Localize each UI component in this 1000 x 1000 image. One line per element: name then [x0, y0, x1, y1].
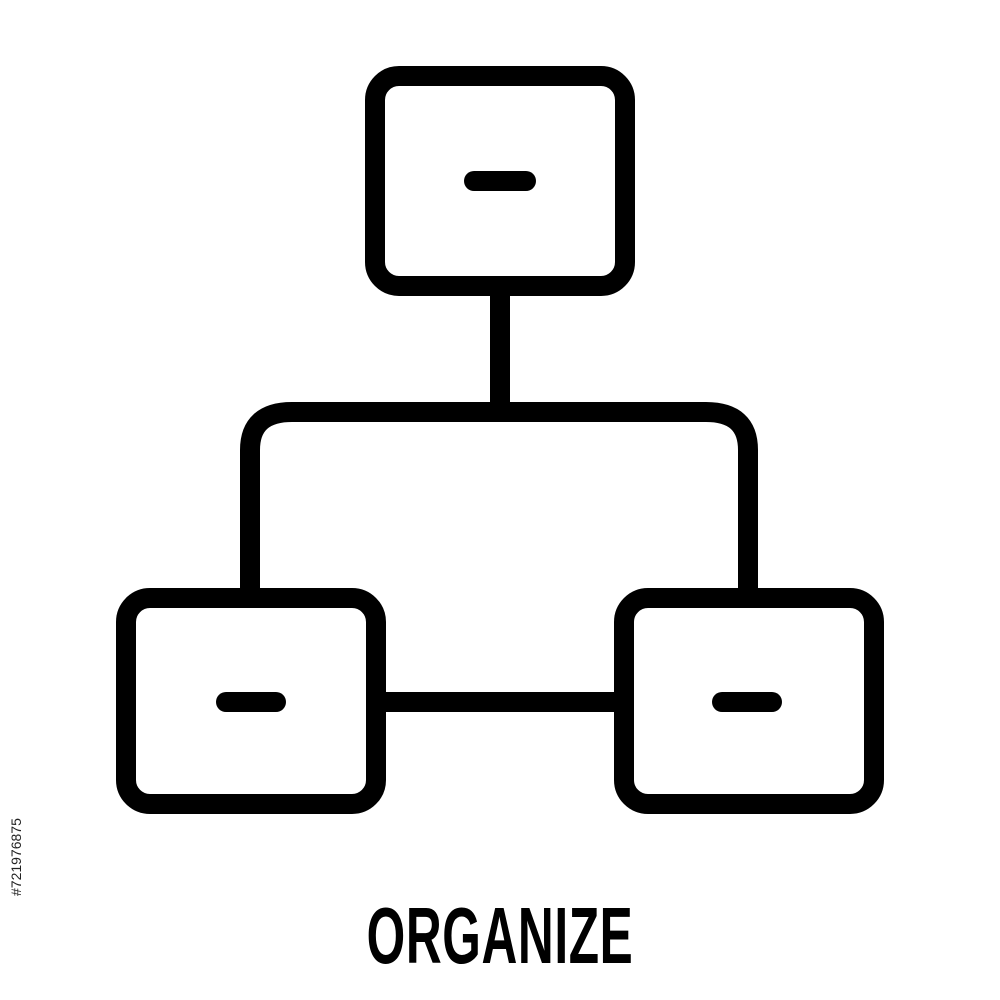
right-node-box — [614, 588, 884, 814]
top-node-box — [365, 66, 635, 296]
caption-label: ORGANIZE — [366, 891, 634, 980]
stock-image-id: #721976875 — [8, 818, 24, 896]
left-node-box — [116, 588, 386, 814]
branch-connector-line — [240, 402, 758, 600]
